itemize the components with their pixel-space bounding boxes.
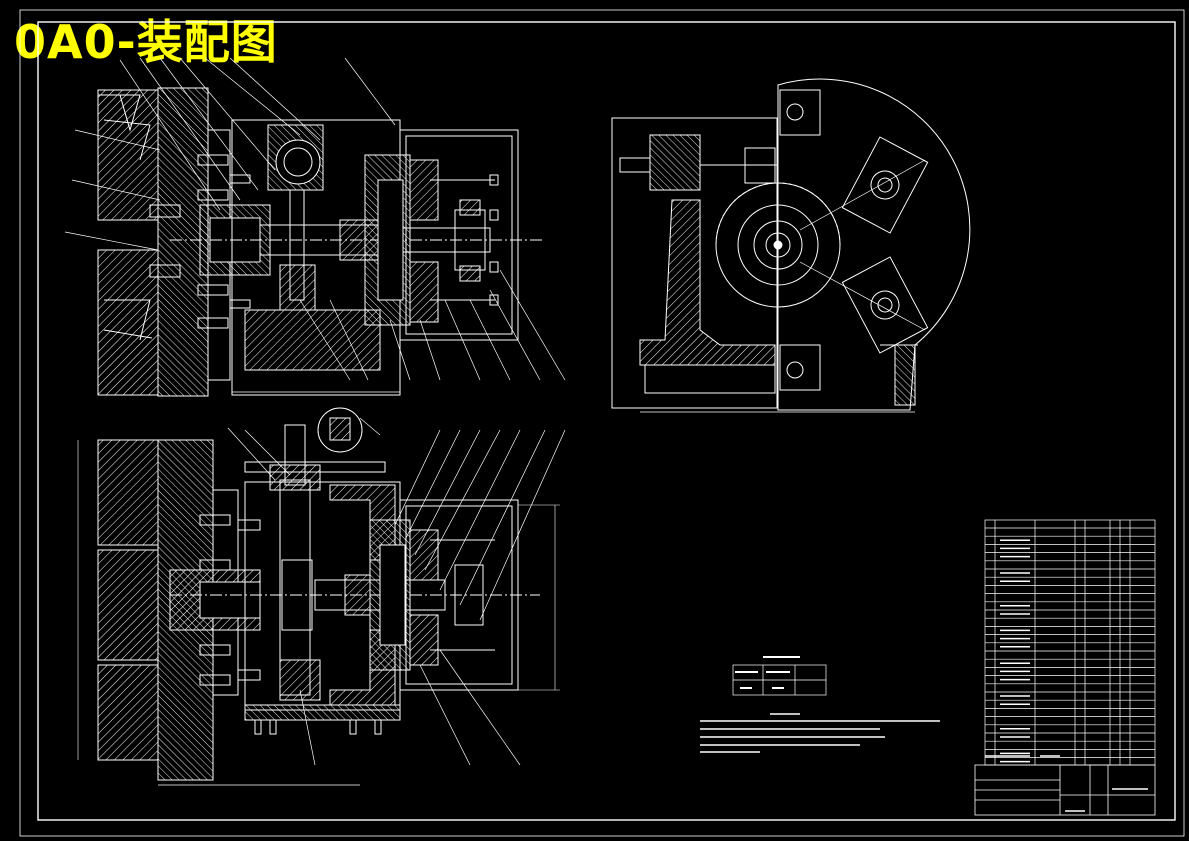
side-view — [611, 78, 971, 413]
plan-section-view — [77, 407, 566, 786]
parts-list — [984, 519, 1156, 766]
front-section-view — [64, 57, 566, 397]
title-block — [974, 755, 1156, 816]
sheet-border — [19, 9, 1185, 837]
drawing-title-overlay: 0A0-装配图 — [14, 15, 278, 69]
technical-notes — [700, 713, 940, 753]
spec-table — [732, 656, 827, 696]
